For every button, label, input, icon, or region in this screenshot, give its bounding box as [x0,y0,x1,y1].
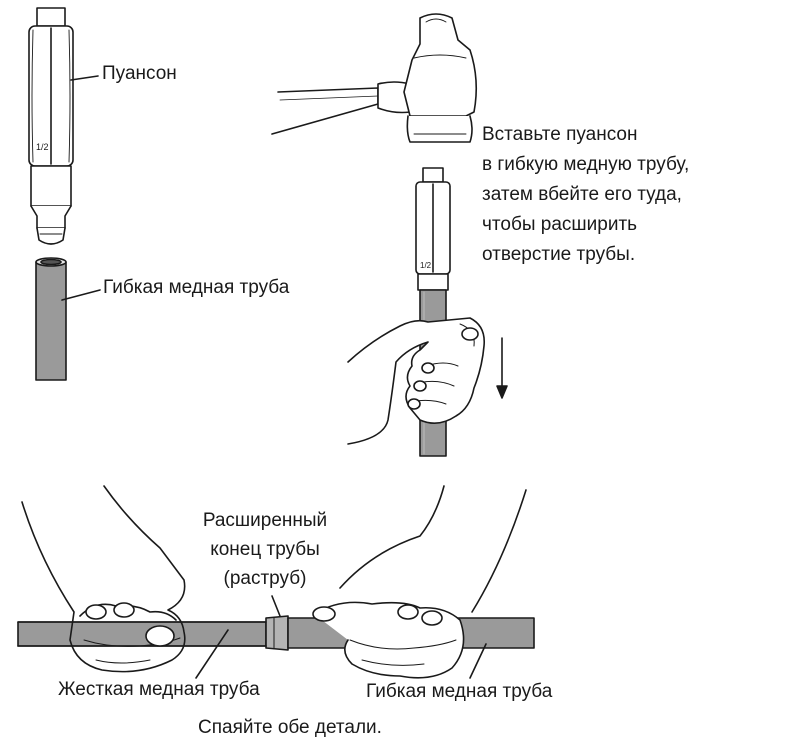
flex-tube-top-leader [61,289,101,301]
hand-right-drawing [312,485,527,679]
punch-label: Пуансон [102,63,177,84]
instruction-line: Вставьте пуансон [482,124,638,145]
caption: Спаяйте обе детали. [198,717,382,738]
flared-end-line: (раструб) [223,568,307,589]
instruction-line: затем вбейте его туда, [482,184,682,205]
joined-tubes-drawing [17,615,535,651]
instruction-line: отверстие трубы. [482,244,636,265]
rigid-tube-leader [195,629,229,679]
flared-end-leader [271,595,281,617]
instruction-text: Вставьте пуансон в гибкую медную трубу, … [482,120,689,270]
flex-tube-bottom-leader [469,643,487,679]
hammer-drawing [271,13,478,143]
hand-left-drawing [21,485,186,673]
flared-end-line: конец трубы [210,539,320,560]
flex-tube-bottom-label: Гибкая медная труба [366,681,553,702]
flared-end-line: Расширенный [202,510,328,531]
flex-tube-top-drawing [35,257,67,381]
flex-tube-top-label: Гибкая медная труба [103,277,290,298]
down-arrow-icon [496,337,508,399]
instruction-line: чтобы расширить [482,214,638,235]
instruction-line: в гибкую медную трубу, [482,154,690,175]
punch-leader-line [70,75,99,81]
flared-end-label: Расширенный конец трубы (раструб) [170,506,360,593]
inserted-punch-size-mark: 1/2 [420,261,432,270]
punch-size-mark: 1/2 [36,142,49,152]
punch-tool-drawing: 1/2 [28,7,74,245]
hand-top-drawing [347,317,486,445]
rigid-tube-label: Жесткая медная труба [58,679,260,700]
